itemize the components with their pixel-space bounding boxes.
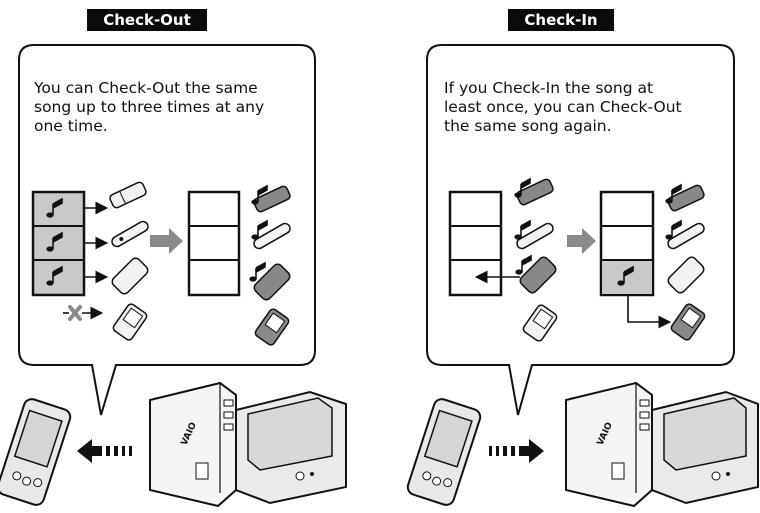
checkout-computer-library bbox=[33, 192, 84, 295]
checkin-after-library bbox=[601, 192, 653, 295]
checkin-caption: If you Check-In the song at least once, … bbox=[444, 79, 724, 136]
transfer-to-pda-arrow bbox=[77, 439, 132, 463]
pda-device-icon bbox=[0, 397, 72, 507]
checkout-result-library bbox=[189, 192, 239, 295]
checkin-before-library bbox=[450, 192, 501, 295]
pda-device-icon bbox=[406, 397, 483, 507]
checkout-caption: You can Check-Out the same song up to th… bbox=[34, 79, 304, 136]
transfer-to-computer-arrow bbox=[489, 439, 544, 463]
desktop-computer-icon bbox=[150, 383, 346, 506]
desktop-computer-icon bbox=[566, 383, 758, 506]
